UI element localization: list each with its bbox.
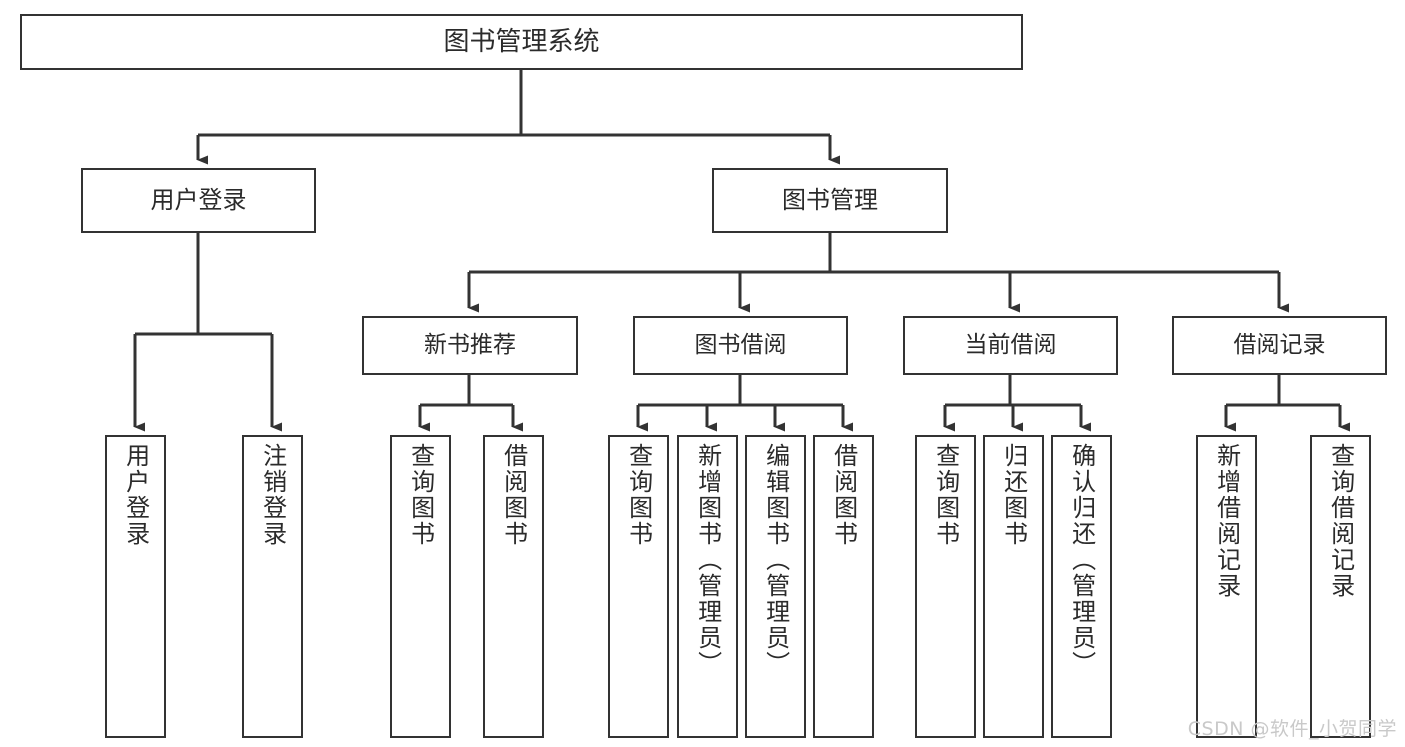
node-leaf-query-book-3-label: 查询图书 bbox=[931, 443, 960, 547]
node-leaf-edit-book[interactable]: 编辑图书（管理员） bbox=[745, 435, 806, 738]
node-leaf-confirm-return[interactable]: 确认归还（管理员） bbox=[1051, 435, 1112, 738]
node-leaf-return-book-label: 归还图书 bbox=[999, 443, 1028, 547]
node-leaf-borrow-book-2[interactable]: 借阅图书 bbox=[813, 435, 874, 738]
node-leaf-return-book[interactable]: 归还图书 bbox=[983, 435, 1044, 738]
node-leaf-query-book-2-label: 查询图书 bbox=[624, 443, 653, 547]
node-borrow-record[interactable]: 借阅记录 bbox=[1172, 316, 1387, 375]
node-book-borrow-label: 图书借阅 bbox=[694, 331, 787, 358]
node-leaf-query-record-label: 查询借阅记录 bbox=[1326, 443, 1355, 599]
node-leaf-add-record-label: 新增借阅记录 bbox=[1212, 443, 1241, 599]
node-book-manage-label: 图书管理 bbox=[782, 186, 878, 215]
node-leaf-user-login[interactable]: 用户登录 bbox=[105, 435, 166, 738]
node-leaf-user-login-label: 用户登录 bbox=[121, 443, 150, 547]
node-user-login-label: 用户登录 bbox=[150, 186, 247, 215]
node-leaf-add-book-label: 新增图书（管理员） bbox=[693, 443, 722, 677]
node-leaf-borrow-book-1-label: 借阅图书 bbox=[499, 443, 528, 547]
node-leaf-add-book[interactable]: 新增图书（管理员） bbox=[677, 435, 738, 738]
node-book-borrow[interactable]: 图书借阅 bbox=[633, 316, 848, 375]
node-current-borrow-label: 当前借阅 bbox=[964, 331, 1057, 358]
node-root[interactable]: 图书管理系统 bbox=[20, 14, 1023, 70]
node-leaf-query-record[interactable]: 查询借阅记录 bbox=[1310, 435, 1371, 738]
node-leaf-query-book-3[interactable]: 查询图书 bbox=[915, 435, 976, 738]
watermark-text: CSDN @软件_小贺同学 bbox=[1187, 718, 1397, 740]
node-current-borrow[interactable]: 当前借阅 bbox=[903, 316, 1118, 375]
node-leaf-query-book-1-label: 查询图书 bbox=[406, 443, 435, 547]
node-leaf-edit-book-label: 编辑图书（管理员） bbox=[761, 443, 790, 677]
node-leaf-borrow-book-1[interactable]: 借阅图书 bbox=[483, 435, 544, 738]
node-borrow-record-label: 借阅记录 bbox=[1233, 331, 1326, 358]
node-new-book-recommend[interactable]: 新书推荐 bbox=[362, 316, 578, 375]
node-leaf-logout[interactable]: 注销登录 bbox=[242, 435, 303, 738]
node-book-manage[interactable]: 图书管理 bbox=[712, 168, 948, 233]
node-user-login[interactable]: 用户登录 bbox=[81, 168, 316, 233]
node-leaf-confirm-return-label: 确认归还（管理员） bbox=[1067, 443, 1096, 677]
node-new-book-recommend-label: 新书推荐 bbox=[424, 331, 516, 358]
node-leaf-add-record[interactable]: 新增借阅记录 bbox=[1196, 435, 1257, 738]
node-leaf-query-book-2[interactable]: 查询图书 bbox=[608, 435, 669, 738]
node-leaf-borrow-book-2-label: 借阅图书 bbox=[829, 443, 858, 547]
node-root-label: 图书管理系统 bbox=[443, 26, 600, 57]
node-leaf-query-book-1[interactable]: 查询图书 bbox=[390, 435, 451, 738]
node-leaf-logout-label: 注销登录 bbox=[258, 443, 287, 547]
